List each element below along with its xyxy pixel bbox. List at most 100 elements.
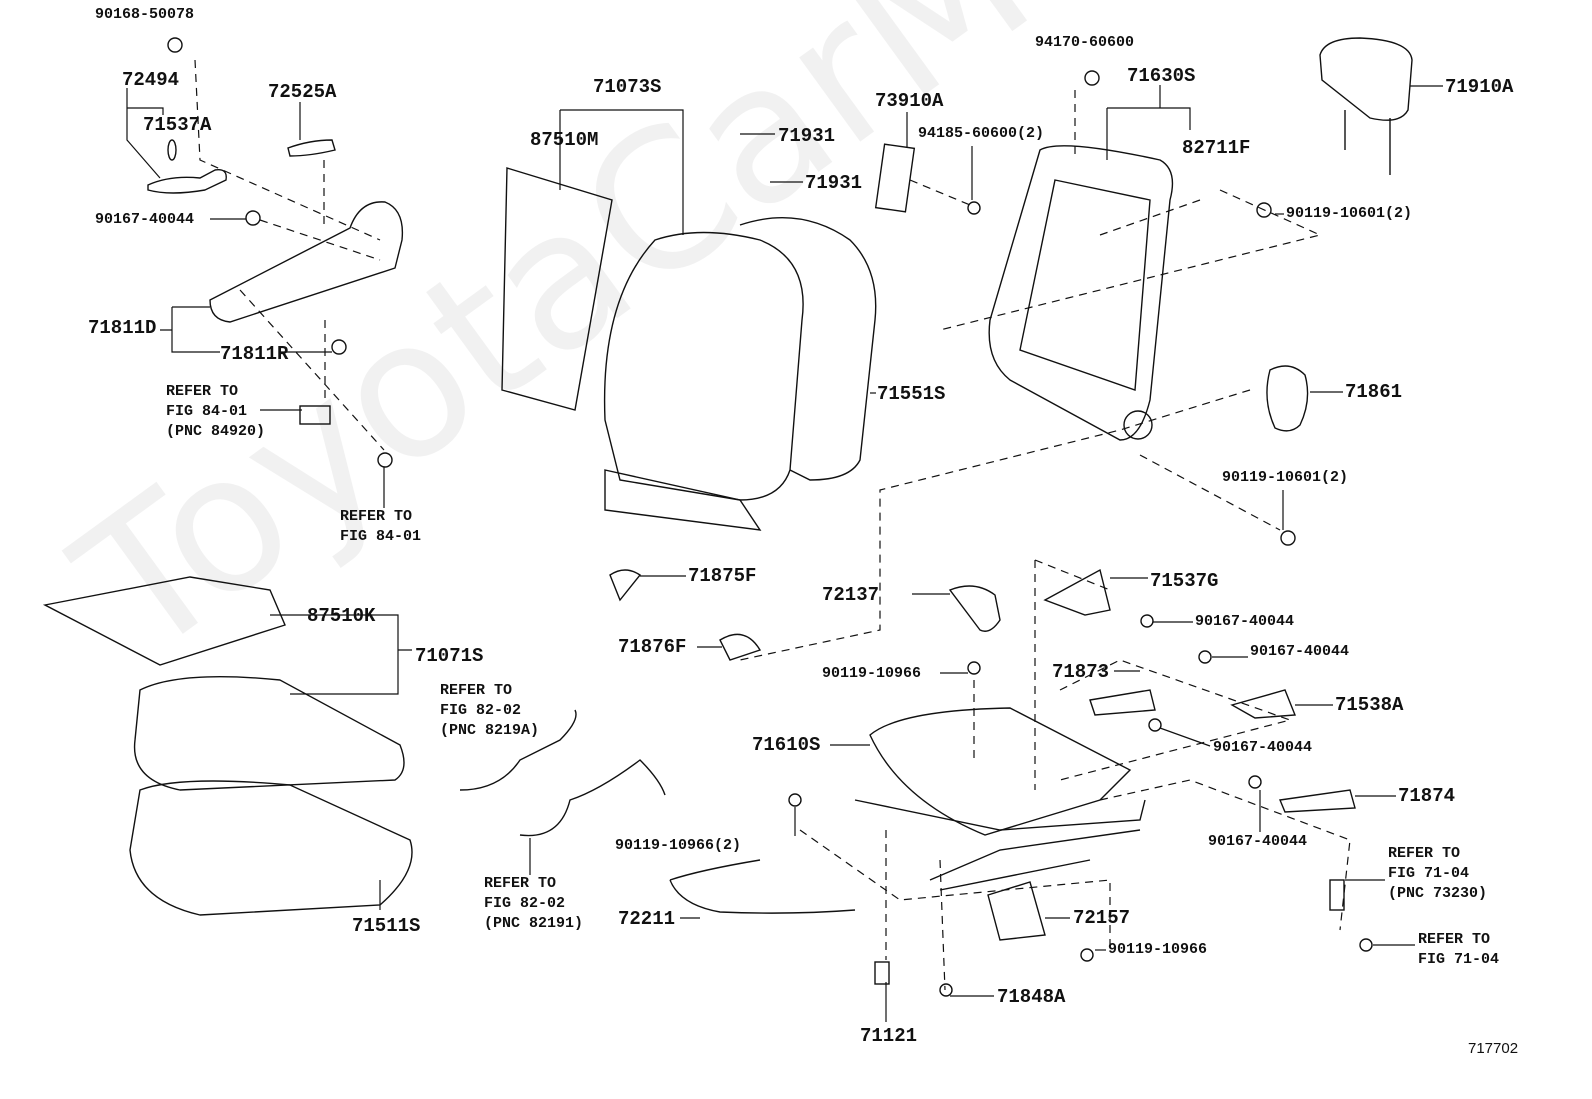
bolt <box>1359 938 1373 952</box>
switch-part <box>299 405 331 425</box>
screw <box>331 339 347 355</box>
wire-harness-part <box>519 759 666 837</box>
part-number-72494: 72494 <box>122 69 180 91</box>
bolt <box>1248 775 1262 789</box>
part-number-71811R: 71811R <box>220 343 289 365</box>
part-number-71537G: 71537G <box>1150 570 1219 592</box>
recliner-part <box>1123 410 1153 440</box>
cover-cap-part <box>287 139 336 157</box>
part-number-87510M: 87510M <box>530 129 599 151</box>
bracket-part <box>948 585 1001 632</box>
part-number-71538A: 71538A <box>1335 694 1404 716</box>
part-number-71873: 71873 <box>1052 661 1110 683</box>
part-number-71610S: 71610S <box>752 734 821 756</box>
part-number-90119-10601: 90119-10601(2) <box>1222 469 1349 486</box>
bolt <box>1198 650 1212 664</box>
part-number-90167-40044: 90167-40044 <box>1213 739 1313 756</box>
bolt <box>1080 948 1094 962</box>
part-number-71931: 71931 <box>805 172 863 194</box>
part-number-71931: 71931 <box>778 125 836 147</box>
cushion-cover-part <box>133 675 405 791</box>
back-cover-rear-part <box>739 217 877 481</box>
bolt <box>1140 614 1154 628</box>
side-cover-part <box>209 201 404 323</box>
part-number-90119-10601: 90119-10601(2) <box>1286 205 1413 222</box>
part-number-90119-10966: 90119-10966 <box>1108 941 1208 958</box>
part-number-71073S: 71073S <box>593 76 662 98</box>
part-number-87510K: 87510K <box>307 605 376 627</box>
reference-note: REFER TO FIG 82-02 (PNC 82191) <box>484 875 584 932</box>
part-number-72211: 72211 <box>618 908 676 930</box>
part-number-90119-10966-2: 90119-10966(2) <box>615 837 742 854</box>
part-number-71071S: 71071S <box>415 645 484 667</box>
part-number-71511S: 71511S <box>352 915 421 937</box>
seatback-frame-inner <box>1019 179 1151 391</box>
lever-part <box>147 169 227 194</box>
part-number-90167-40044: 90167-40044 <box>95 211 195 228</box>
bolt <box>788 793 802 807</box>
seatback-frame <box>988 145 1174 441</box>
nut <box>967 201 981 215</box>
bolt <box>1256 202 1272 218</box>
reference-note: REFER TO FIG 84-01 (PNC 84920) <box>166 383 266 440</box>
part-number-71861: 71861 <box>1345 381 1403 403</box>
nut <box>1084 70 1100 86</box>
bracket-part <box>1043 568 1111 616</box>
back-cover-part <box>603 231 804 501</box>
bracket-part <box>1279 789 1356 813</box>
part-number-71875F: 71875F <box>688 565 757 587</box>
part-number-90167-40044: 90167-40044 <box>1208 833 1308 850</box>
bracket-part <box>1230 689 1297 719</box>
part-number-72525A: 72525A <box>268 81 337 103</box>
part-number-71874: 71874 <box>1398 785 1456 807</box>
wire-harness-part <box>459 709 577 791</box>
part-number-71121: 71121 <box>860 1025 918 1047</box>
recliner-cover-part <box>1266 365 1309 432</box>
airbag-module <box>874 143 916 213</box>
part-number-72137: 72137 <box>822 584 880 606</box>
reference-note: REFER TO FIG 82-02 (PNC 8219A) <box>440 682 540 739</box>
screw <box>245 210 261 226</box>
clip-part <box>719 633 762 661</box>
part-number-90167-40044: 90167-40044 <box>1195 613 1295 630</box>
part-number-71630S: 71630S <box>1127 65 1196 87</box>
bracket-part <box>874 961 890 985</box>
part-number-71910A: 71910A <box>1445 76 1514 98</box>
bolt <box>1148 718 1162 732</box>
part-number-82711F: 82711F <box>1182 137 1251 159</box>
reference-note: REFER TO FIG 84-01 <box>340 508 422 545</box>
clip-part <box>609 569 642 602</box>
reference-note: REFER TO FIG 71-04 <box>1418 931 1500 968</box>
buckle-part <box>1329 879 1345 911</box>
bolt <box>967 661 981 675</box>
part-number-71551S: 71551S <box>877 383 946 405</box>
screw <box>377 452 393 468</box>
headrest-part <box>1319 37 1413 121</box>
figure-code: 717702 <box>1468 1040 1519 1057</box>
reference-note: REFER TO FIG 71-04 (PNC 73230) <box>1388 845 1488 902</box>
bracket-part <box>1089 689 1156 716</box>
part-number-71876F: 71876F <box>618 636 687 658</box>
back-heater-part <box>501 167 613 411</box>
spring-part <box>167 139 177 161</box>
part-number-94170-60600: 94170-60600 <box>1035 34 1135 51</box>
part-number-72157: 72157 <box>1073 907 1131 929</box>
part-number-94185-60600: 94185-60600(2) <box>918 125 1045 142</box>
seat-rail-part <box>854 799 1146 891</box>
part-number-71848A: 71848A <box>997 986 1066 1008</box>
seat-adjuster-part <box>869 707 1132 836</box>
part-number-73910A: 73910A <box>875 90 944 112</box>
seat-bottom-trim <box>604 469 762 531</box>
bolt <box>939 983 953 997</box>
part-number-71811D: 71811D <box>88 317 157 339</box>
part-number-71537A: 71537A <box>143 114 212 136</box>
cable-part <box>669 859 856 914</box>
part-number-90119-10966: 90119-10966 <box>822 665 922 682</box>
cushion-heater-part <box>42 576 286 666</box>
screw <box>167 37 183 53</box>
cushion-pad-part <box>129 780 413 916</box>
cover-part <box>987 881 1046 941</box>
bolt <box>1280 530 1296 546</box>
